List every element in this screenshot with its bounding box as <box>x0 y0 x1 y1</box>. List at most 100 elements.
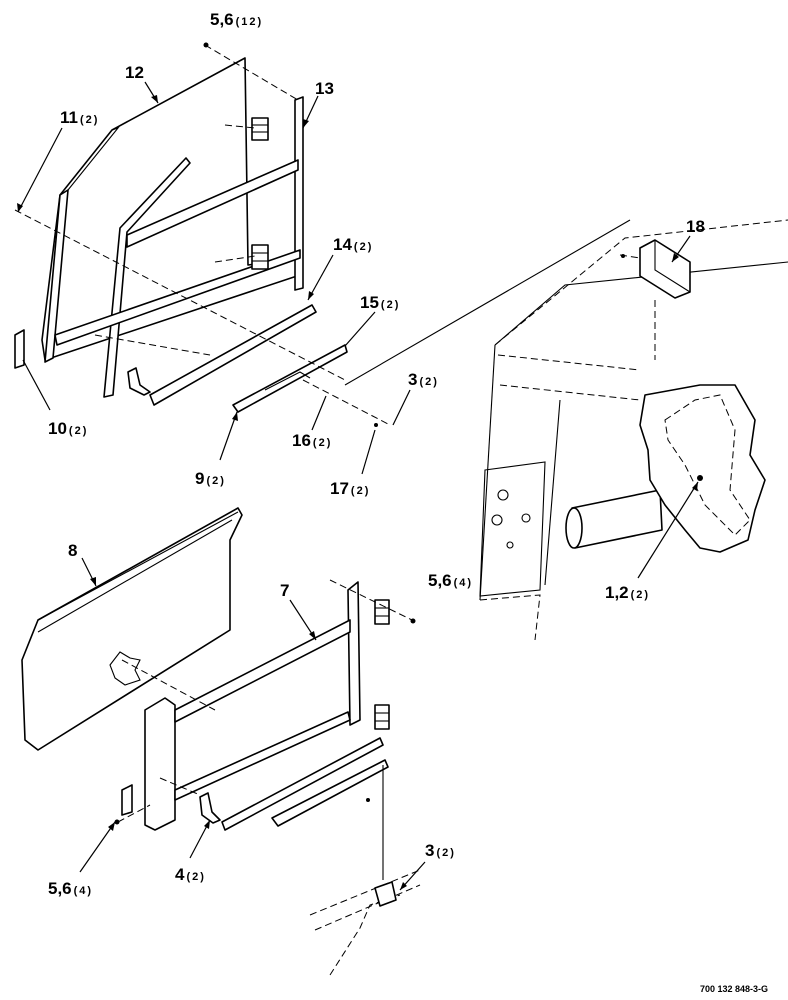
callout-7: 7 <box>280 581 289 600</box>
leader-11 <box>17 127 63 213</box>
upper-door-edge <box>67 126 120 191</box>
lower-frame-bottom-rail <box>174 711 351 801</box>
callout-5-6-top: 5,6(12) <box>210 10 263 29</box>
upper-hinge-bottom <box>251 244 269 270</box>
lower-frame-top-rail <box>174 619 351 723</box>
lower-shield-cut <box>109 651 141 686</box>
callout-12: 12 <box>125 63 144 82</box>
lower-alignment-line-4 <box>159 777 201 796</box>
body-lower-face <box>479 594 541 641</box>
arrowhead-13 <box>303 119 309 128</box>
lower-hinge-bottom <box>374 704 390 730</box>
leader-17 <box>361 429 376 475</box>
upper-seal-strip <box>149 304 317 406</box>
lower-pin-end <box>366 798 370 802</box>
upper-hinge-post <box>294 96 304 291</box>
arrowhead-7 <box>309 631 316 640</box>
upper-pin-end <box>374 423 378 427</box>
leader-16 <box>311 395 327 431</box>
callout-18: 18 <box>686 217 705 236</box>
upper-cross-rail <box>126 159 299 248</box>
upper-alignment-line-6 <box>214 255 256 263</box>
body-hole-1 <box>497 489 509 501</box>
body-panel <box>479 461 546 597</box>
lower-body-outline <box>309 869 421 976</box>
lower-shield-lip <box>37 511 239 633</box>
lower-alignment-line-3 <box>117 804 151 823</box>
body-top-outline <box>494 219 788 346</box>
leader-15 <box>344 311 376 347</box>
body-hole-3 <box>521 513 531 523</box>
leader-lines <box>17 81 699 891</box>
callout-11: 11(2) <box>60 108 99 127</box>
callout-labels: 5,6(12) 12 13 11(2) 18 14(2) 15(2) 3(2) … <box>48 10 768 994</box>
body-edge-dash-2 <box>499 384 641 401</box>
lower-alignment-line-1 <box>121 659 216 711</box>
leader-14 <box>307 254 334 301</box>
body-side-outline <box>494 261 788 346</box>
callout-3-lower: 3(2) <box>425 841 456 860</box>
lower-pin-mount <box>374 881 397 907</box>
callout-9: 9(2) <box>195 469 226 488</box>
upper-door-panel <box>41 57 303 361</box>
drawing-number: 700 132 848-3-G <box>700 984 768 994</box>
lower-hinge-top <box>374 599 390 625</box>
lower-bolt-left <box>114 819 120 825</box>
upper-alignment-line-2 <box>204 44 299 101</box>
mount-bracket <box>639 239 691 299</box>
body-hole-4 <box>506 541 514 549</box>
upper-hinge-top <box>251 117 269 141</box>
lower-latch-pin <box>199 792 221 824</box>
arrowhead-12 <box>151 95 158 103</box>
upper-alignment-line-1 <box>14 209 346 381</box>
body-front-edge <box>479 344 496 601</box>
arrowhead-8 <box>90 577 96 586</box>
upper-bolt <box>203 42 209 48</box>
lower-frame-post-right <box>347 581 361 726</box>
callout-5-6-mid: 5,6(4) <box>428 571 473 590</box>
detail-cutaway <box>639 384 766 553</box>
lower-gas-spring <box>271 759 389 827</box>
arrowhead-11 <box>17 203 23 212</box>
lower-bolt-right <box>410 618 416 624</box>
mount-bracket-face <box>654 240 691 293</box>
drive-shaft <box>571 489 663 549</box>
leader-5-6-lower <box>79 821 116 873</box>
detail-bolt <box>697 475 703 481</box>
baler-body <box>344 219 788 641</box>
upper-latch <box>14 329 25 369</box>
lower-shield-panel <box>21 507 243 751</box>
arrowhead-18 <box>672 253 679 262</box>
lower-alignment-line-2 <box>329 579 413 621</box>
upper-alignment-line-4 <box>302 379 391 426</box>
drive-shaft-end <box>565 507 583 549</box>
body-inner-edge <box>544 399 561 586</box>
bracket-bolt <box>621 254 625 258</box>
detail-plate <box>664 394 751 536</box>
lower-frame-post-left <box>144 697 176 831</box>
upper-latch-pin <box>127 367 151 396</box>
upper-alignment-line-5 <box>224 124 256 129</box>
upper-door-assembly <box>14 42 391 427</box>
arrowhead-14 <box>308 291 314 300</box>
callout-17: 17(2) <box>330 479 370 498</box>
upper-spring-rod <box>264 371 311 391</box>
callout-4: 4(2) <box>175 865 206 884</box>
callout-16: 16(2) <box>292 431 332 450</box>
arrowhead-1-2 <box>692 482 698 491</box>
upper-bottom-rail <box>54 249 301 346</box>
leader-10 <box>22 359 51 411</box>
leader-3-upper <box>392 389 411 426</box>
callout-13: 13 <box>315 79 334 98</box>
lower-latch <box>121 784 133 816</box>
pivot-line <box>344 219 631 386</box>
callout-1-2: 1,2(2) <box>605 583 650 602</box>
callout-8: 8 <box>68 541 77 560</box>
upper-gas-spring <box>232 344 348 413</box>
arrowhead-4 <box>204 820 210 829</box>
callout-10: 10(2) <box>48 419 88 438</box>
leader-1-2 <box>637 481 699 579</box>
callout-15: 15(2) <box>360 293 400 312</box>
arrowhead-9 <box>232 412 238 421</box>
